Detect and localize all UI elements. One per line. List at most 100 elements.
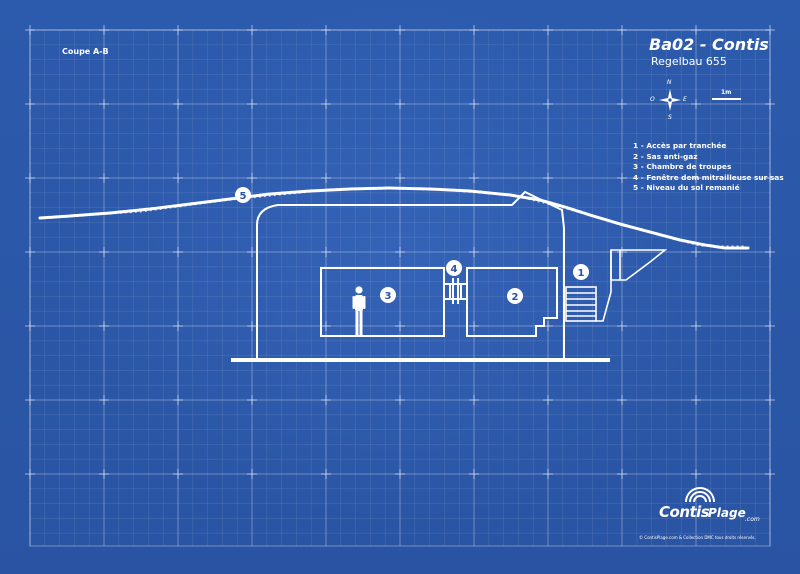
grid-cross-mark <box>617 173 627 183</box>
machine-gun-window <box>444 278 467 304</box>
legend-item: 4 - Fenêtre dem mitrailleuse sur sas <box>633 172 784 182</box>
marker-5-label: 5 <box>240 191 247 202</box>
marker-2-label: 2 <box>512 292 519 303</box>
grid-cross-mark <box>691 321 701 331</box>
grid-cross-mark <box>469 321 479 331</box>
grid-cross-mark <box>617 469 627 479</box>
sheet-border <box>29 29 771 547</box>
grid-cross-mark <box>765 25 775 35</box>
ground-level-line <box>38 186 750 250</box>
grid-cross-mark <box>99 25 109 35</box>
grid-cross-mark <box>765 247 775 257</box>
grid-cross-mark <box>25 25 35 35</box>
grid-cross-mark <box>247 321 257 331</box>
marker-2: 2 <box>507 288 523 304</box>
grid-cross-mark <box>99 99 109 109</box>
grid-cross-mark <box>617 395 627 405</box>
grid-cross-mark <box>469 247 479 257</box>
grid-cross-mark <box>247 25 257 35</box>
grid-cross-mark <box>321 395 331 405</box>
grid-cross-mark <box>99 247 109 257</box>
grid-cross-mark <box>395 25 405 35</box>
grid-cross-mark <box>173 25 183 35</box>
copyright-notice: © ContisPlage.com & Collection DMC tous … <box>639 535 756 540</box>
bunker-outer-shell <box>256 190 565 360</box>
grid-cross-mark <box>469 25 479 35</box>
logo-text-plage: Plage <box>708 506 746 520</box>
page-subtitle: Regelbau 655 <box>651 55 727 68</box>
grid-cross-mark <box>543 173 553 183</box>
grid-cross-mark <box>25 247 35 257</box>
grid-cross-mark <box>99 173 109 183</box>
grid-cross-mark <box>543 99 553 109</box>
ground-level-line-detail <box>59 187 745 247</box>
marker-5: 5 <box>235 187 251 203</box>
grid-cross-mark <box>247 247 257 257</box>
grid-cross-mark <box>321 469 331 479</box>
grid-cross-mark <box>765 173 775 183</box>
grid-cross-mark <box>173 99 183 109</box>
marker-1-label: 1 <box>578 268 585 279</box>
grid <box>25 25 775 546</box>
grid-cross-mark <box>543 25 553 35</box>
grid-cross-mark <box>765 321 775 331</box>
grid-cross-mark <box>247 173 257 183</box>
marker-4: 4 <box>446 260 462 276</box>
grid-cross-mark <box>247 395 257 405</box>
grid-cross-mark <box>25 395 35 405</box>
marker-3: 3 <box>380 287 396 303</box>
grid-cross-mark <box>99 469 109 479</box>
compass-west-label: O <box>650 96 655 103</box>
grid-cross-mark <box>395 395 405 405</box>
grid-cross-mark <box>321 99 331 109</box>
grid-cross-mark <box>173 469 183 479</box>
grid-cross-mark <box>691 469 701 479</box>
grid-cross-mark <box>617 321 627 331</box>
grid-cross-mark <box>691 25 701 35</box>
grid-cross-mark <box>395 99 405 109</box>
grid-cross-mark <box>765 469 775 479</box>
grid-cross-mark <box>25 173 35 183</box>
grid-cross-mark <box>321 247 331 257</box>
grid-cross-mark <box>395 469 405 479</box>
grid-cross-mark <box>617 25 627 35</box>
grid-cross-mark <box>99 321 109 331</box>
compass-rose-icon <box>659 89 681 111</box>
legend-item: 2 - Sas anti-gaz <box>633 151 698 161</box>
grid-cross-mark <box>173 247 183 257</box>
troop-chamber <box>320 267 445 337</box>
entrance-stairs <box>565 249 668 322</box>
grid-cross-mark <box>617 247 627 257</box>
grid-cross-mark <box>173 173 183 183</box>
logo-arcs-icon <box>685 487 715 503</box>
grid-cross-mark <box>691 247 701 257</box>
legend-item: 1 - Accès par tranchée <box>633 141 727 150</box>
page-title: Ba02 - Contis <box>649 35 769 54</box>
grid-cross-mark <box>173 321 183 331</box>
human-silhouette <box>352 286 366 336</box>
grid-cross-mark <box>543 469 553 479</box>
scale-label: 1m <box>721 89 732 96</box>
grid-cross-mark <box>321 321 331 331</box>
grid-cross-mark <box>469 99 479 109</box>
grid-cross-mark <box>99 395 109 405</box>
grid-cross-mark <box>25 321 35 331</box>
grid-cross-mark <box>395 247 405 257</box>
grid-cross-mark <box>765 99 775 109</box>
grid-cross-mark <box>469 469 479 479</box>
grid-cross-mark <box>691 395 701 405</box>
logo-text-contis: Contis <box>659 503 710 521</box>
grid-cross-mark <box>395 173 405 183</box>
grid-cross-mark <box>173 395 183 405</box>
grid-cross-mark <box>321 25 331 35</box>
grid-cross-mark <box>469 173 479 183</box>
gas-lock-chamber <box>466 267 558 337</box>
legend: 1 - Accès par tranchée 2 - Sas anti-gaz … <box>633 141 784 194</box>
grid-cross-mark <box>691 173 701 183</box>
grid-cross-mark <box>543 247 553 257</box>
grid-cross-mark <box>765 395 775 405</box>
compass-east-label: E <box>683 96 687 103</box>
grid-cross-mark <box>395 321 405 331</box>
